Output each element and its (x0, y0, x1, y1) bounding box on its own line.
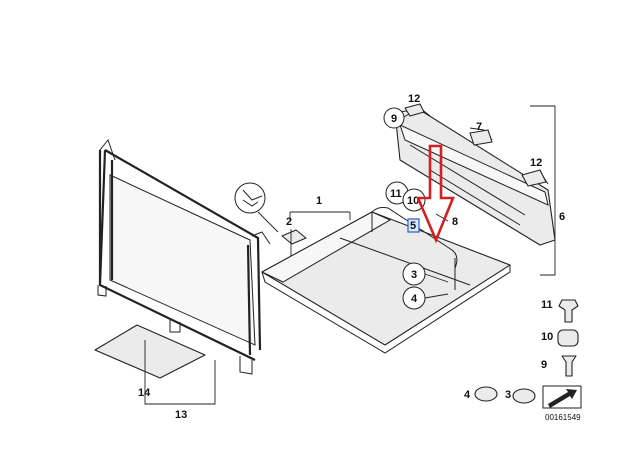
callout-3: 3 (411, 269, 417, 281)
callout-5-highlight (407, 218, 420, 233)
callout-4: 4 (411, 293, 418, 305)
callout-13: 13 (175, 409, 187, 421)
legend-4-cap (474, 386, 498, 402)
legend-11-clip (558, 299, 579, 323)
callout-7: 7 (476, 121, 482, 133)
callout-6: 6 (559, 211, 565, 223)
fastener-legend: 11 10 9 4 3 00161549 (464, 299, 582, 422)
legend-3-cap (512, 388, 536, 404)
cargo-net-frame (97, 138, 271, 375)
legend-3-label: 3 (505, 389, 511, 401)
detail-inset (234, 182, 279, 233)
callout-12-right: 12 (530, 157, 542, 169)
callout-10: 10 (407, 195, 419, 207)
legend-4-label: 4 (464, 389, 471, 401)
callout-9-circle (383, 107, 405, 129)
legend-11-label: 11 (541, 299, 553, 311)
image-code: 00161549 (545, 413, 581, 422)
callout-12-top: 12 (408, 93, 420, 105)
legend-10-label: 10 (541, 331, 553, 343)
floor-mat-part (94, 324, 206, 379)
leader-13-14 (144, 340, 216, 405)
legend-9-label: 9 (541, 359, 547, 371)
legend-10-clip (557, 329, 579, 347)
leader-1 (289, 211, 351, 222)
clip-12-right (521, 169, 547, 187)
callout-2: 2 (286, 216, 292, 228)
clip-7 (469, 129, 493, 146)
callout-8: 8 (452, 216, 458, 228)
callout-10-circle (402, 188, 426, 212)
leader-8 (435, 213, 449, 222)
callout-5: 5 (410, 220, 416, 232)
legend-9-screw (561, 355, 577, 377)
leader-3-4 (424, 273, 449, 299)
callout-11: 11 (390, 188, 402, 200)
floor-panel (260, 207, 511, 354)
callout-14: 14 (138, 387, 151, 399)
callout-1: 1 (316, 195, 322, 207)
leader-6 (530, 105, 556, 276)
clip-12-top (404, 103, 425, 117)
red-arrow-icon (416, 144, 455, 244)
orientation-arrow-icon (548, 389, 577, 408)
callout-9: 9 (391, 113, 397, 125)
